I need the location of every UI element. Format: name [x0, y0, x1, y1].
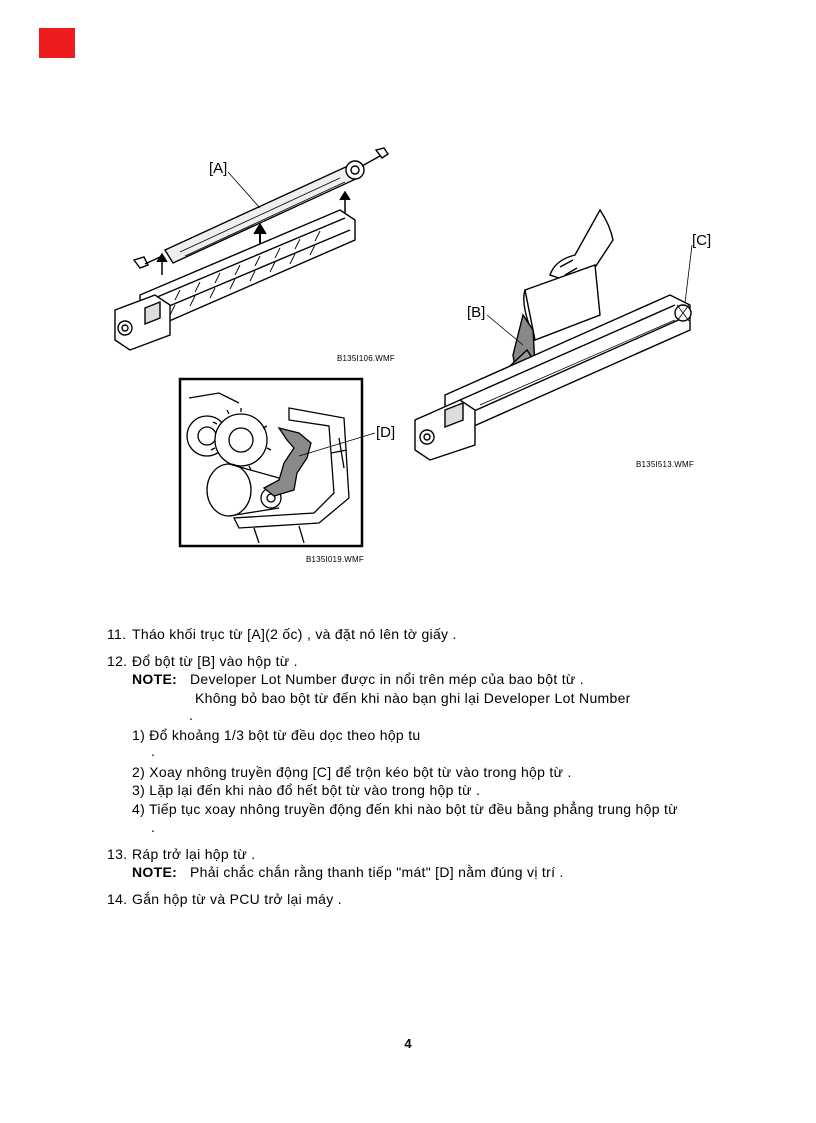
figure-label-c: [C] [692, 232, 712, 249]
substep-3: 3) Lặp lại đến khi nào đổ hết bột từ vào… [132, 782, 481, 798]
note-label: NOTE: [132, 864, 178, 880]
figure-caption-3: B135I019.WMF [306, 555, 364, 564]
page-number: 4 [404, 1036, 412, 1051]
substep-2: 2) Xoay nhông truyền động [C] để trộn ké… [132, 764, 572, 780]
note-trailing-dot: . [189, 707, 194, 723]
developer-unit-illustration-2 [414, 208, 693, 461]
ground-plate-detail-illustration [178, 377, 376, 548]
step-number: 13. [107, 846, 128, 862]
step-text: Tháo khối trục từ [A](2 ốc) , và đặt nó … [132, 626, 457, 642]
note-text-line2: Không bỏ bao bột từ đến khi nào bạn ghi … [195, 690, 631, 706]
substep-1: 1) Đổ khoảng 1/3 bột từ đều dọc theo hộp… [132, 727, 421, 743]
note-text: Phải chắc chắn rằng thanh tiếp "mát" [D]… [190, 864, 564, 880]
substep-4: 4) Tiếp tục xoay nhông truyền động đến k… [132, 801, 678, 817]
figure-label-a: [A] [209, 160, 228, 177]
step-number: 12. [107, 653, 128, 669]
step-number: 14. [107, 891, 128, 907]
figure-caption-1: B135I106.WMF [337, 354, 395, 363]
developer-unit-illustration-1 [114, 147, 389, 351]
step-text: Đổ bột từ [B] vào hộp từ . [132, 653, 298, 669]
note-text-line1: Developer Lot Number được in nổi trên mé… [190, 671, 584, 687]
figure-caption-2: B135I513.WMF [636, 460, 694, 469]
step-text: Gắn hộp từ và PCU trở lại máy . [132, 891, 342, 907]
note-label: NOTE: [132, 671, 178, 687]
substep-4-dot: . [151, 819, 156, 835]
figure-label-b: [B] [467, 304, 486, 321]
substep-1-dot: . [151, 743, 156, 759]
figure-label-d: [D] [376, 424, 396, 441]
red-corner-marker [39, 28, 75, 58]
step-number: 11. [107, 626, 127, 642]
step-text: Ráp trở lại hộp từ . [132, 846, 256, 862]
